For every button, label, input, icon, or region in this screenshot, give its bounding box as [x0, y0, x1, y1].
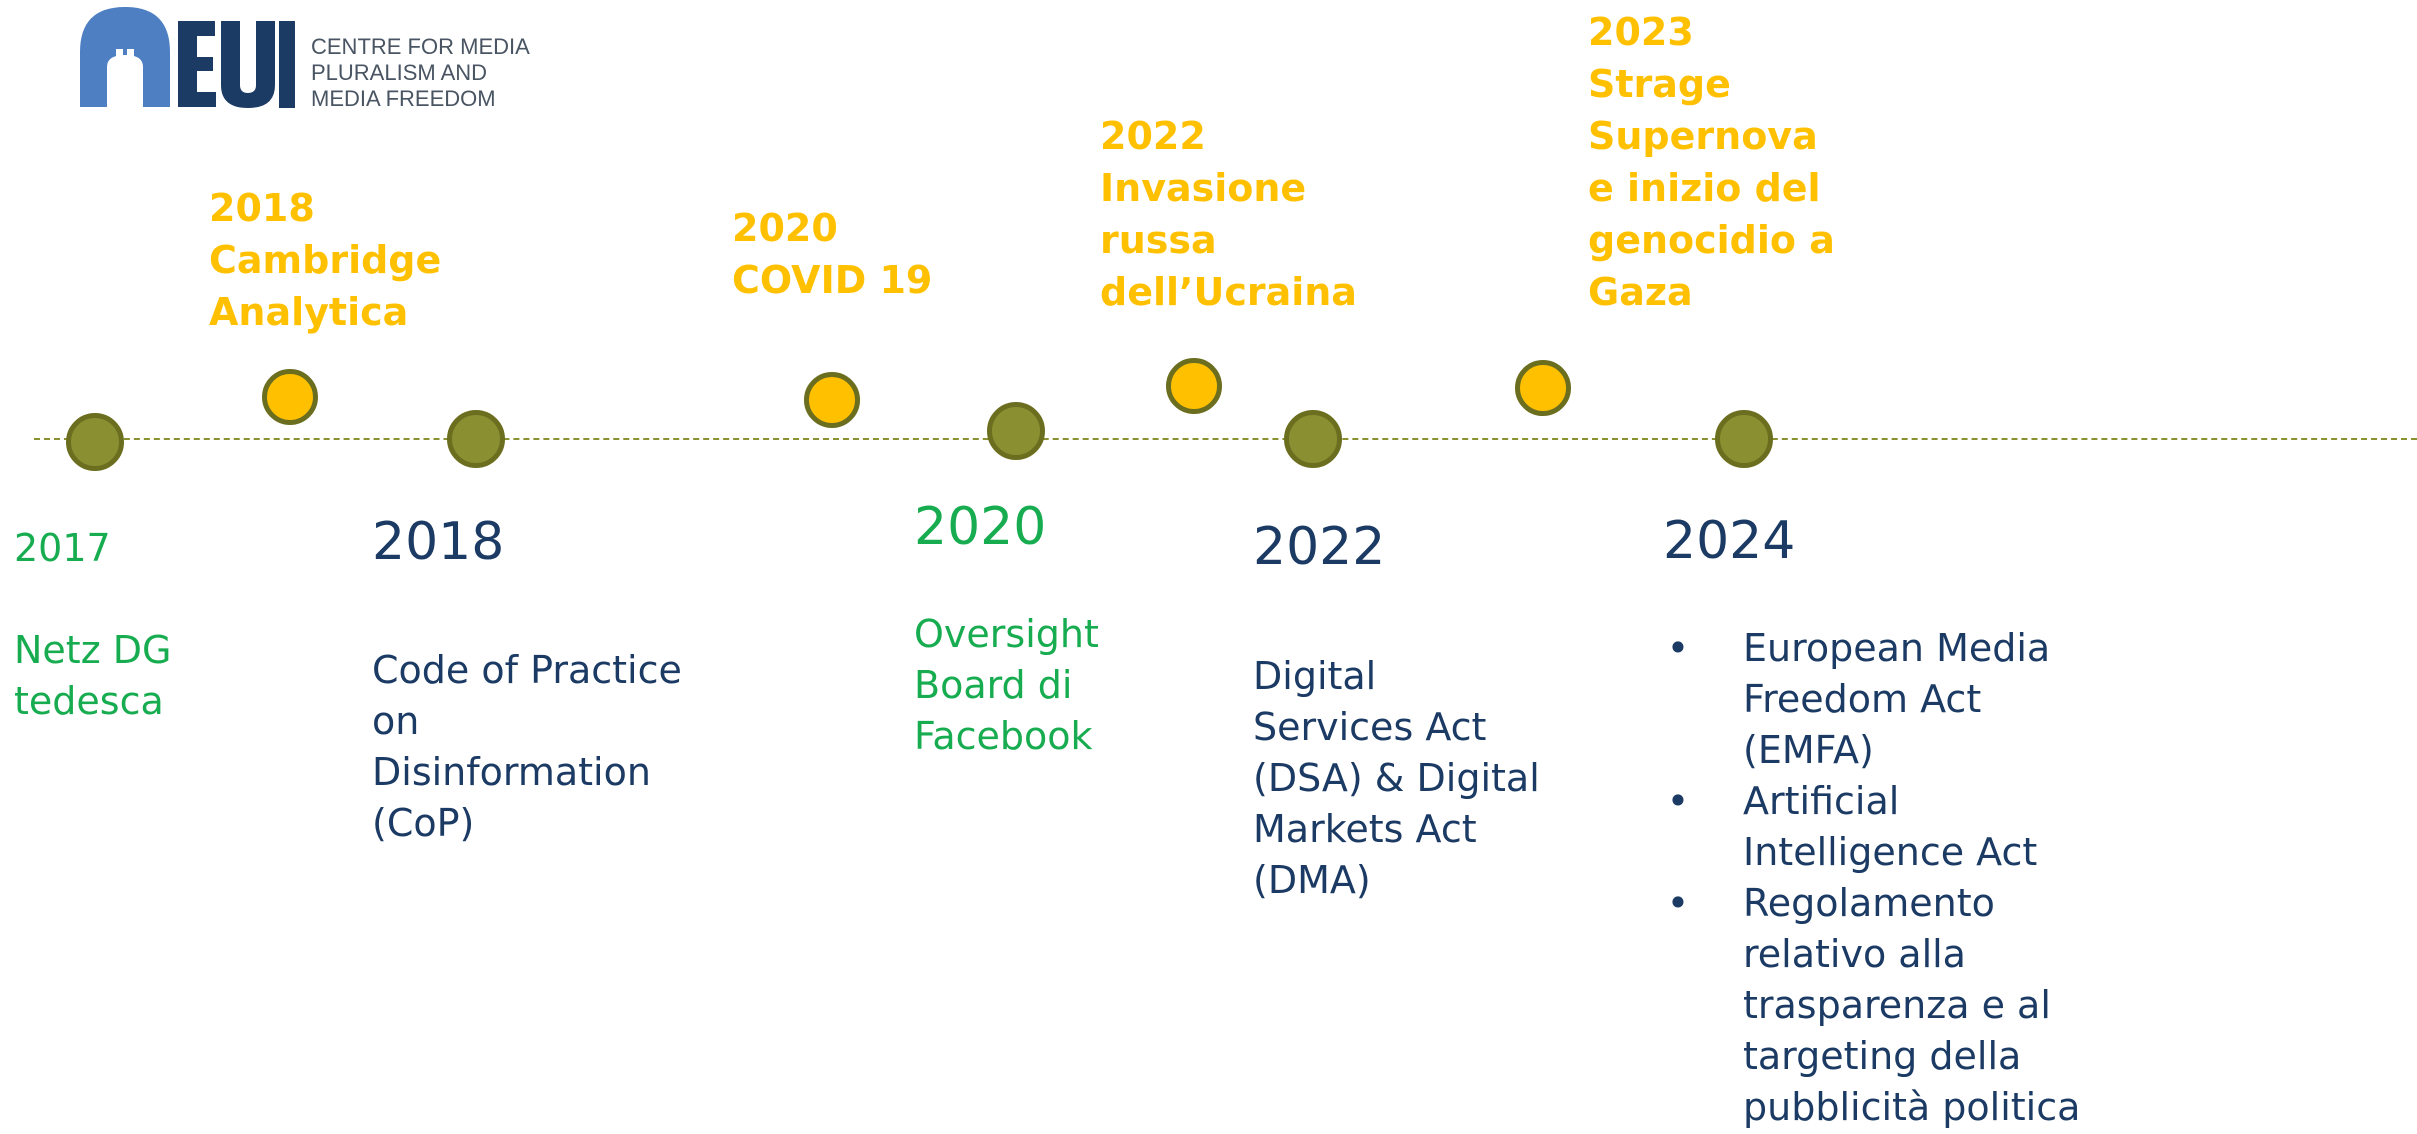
event-label-cambridge-analytica: 2018 Cambridge Analytica	[209, 186, 442, 334]
bullet-icon: •	[1666, 881, 1690, 925]
milestone-year-2022: 2022	[1253, 517, 1386, 577]
milestone-text-2017: Netz DG tedesca	[14, 628, 172, 723]
milestone-year-2018: 2018	[372, 512, 505, 572]
event-label-gaza: 2023 Strage Supernova e inizio del genoc…	[1588, 10, 1835, 314]
milestone-text-2020: Oversight Board di Facebook	[914, 612, 1099, 758]
list-item: • Regolamento relativo alla trasparenza e…	[1663, 878, 2081, 1133]
milestone-dot-2020	[987, 402, 1045, 460]
milestone-dot-2017	[66, 413, 124, 471]
event-label-covid: 2020 COVID 19	[732, 206, 933, 302]
bullet-icon: •	[1666, 779, 1690, 823]
event-dot-ukraine	[1166, 358, 1222, 414]
eui-logo: CENTRE FOR MEDIA PLURALISM AND MEDIA FRE…	[80, 7, 540, 112]
list-item: • European Media Freedom Act (EMFA)	[1663, 623, 2080, 776]
event-dot-cambridge-analytica	[262, 369, 318, 425]
eui-logo-mark	[80, 7, 295, 108]
milestone-year-2024: 2024	[1663, 511, 1796, 571]
milestone-dot-2024	[1715, 410, 1773, 468]
milestone-text-2022: Digital Services Act (DSA) & Digital Mar…	[1253, 654, 1540, 902]
milestone-text-2018: Code of Practice on Disinformation (CoP)	[372, 648, 682, 845]
event-dot-covid	[804, 372, 860, 428]
event-dot-gaza	[1515, 360, 1571, 416]
milestone-year-2020: 2020	[914, 497, 1047, 557]
milestone-year-2017: 2017	[14, 526, 111, 570]
milestone-dot-2018	[447, 410, 505, 468]
bullet-icon: •	[1666, 626, 1690, 670]
milestone-dot-2022	[1284, 410, 1342, 468]
list-item-text: Artificial Intelligence Act	[1743, 779, 2038, 874]
event-label-ukraine: 2022 Invasione russa dell’Ucraina	[1100, 114, 1357, 314]
list-item: • Artificial Intelligence Act	[1663, 776, 2080, 878]
list-item-text: Regolamento relativo alla trasparenza e …	[1743, 881, 2081, 1129]
timeline-line	[34, 438, 2417, 440]
organisation-name: CENTRE FOR MEDIA PLURALISM AND MEDIA FRE…	[311, 34, 530, 111]
list-item-text: European Media Freedom Act (EMFA)	[1743, 626, 2051, 772]
milestone-list-2024: • European Media Freedom Act (EMFA) • Arti…	[1663, 623, 2081, 1133]
